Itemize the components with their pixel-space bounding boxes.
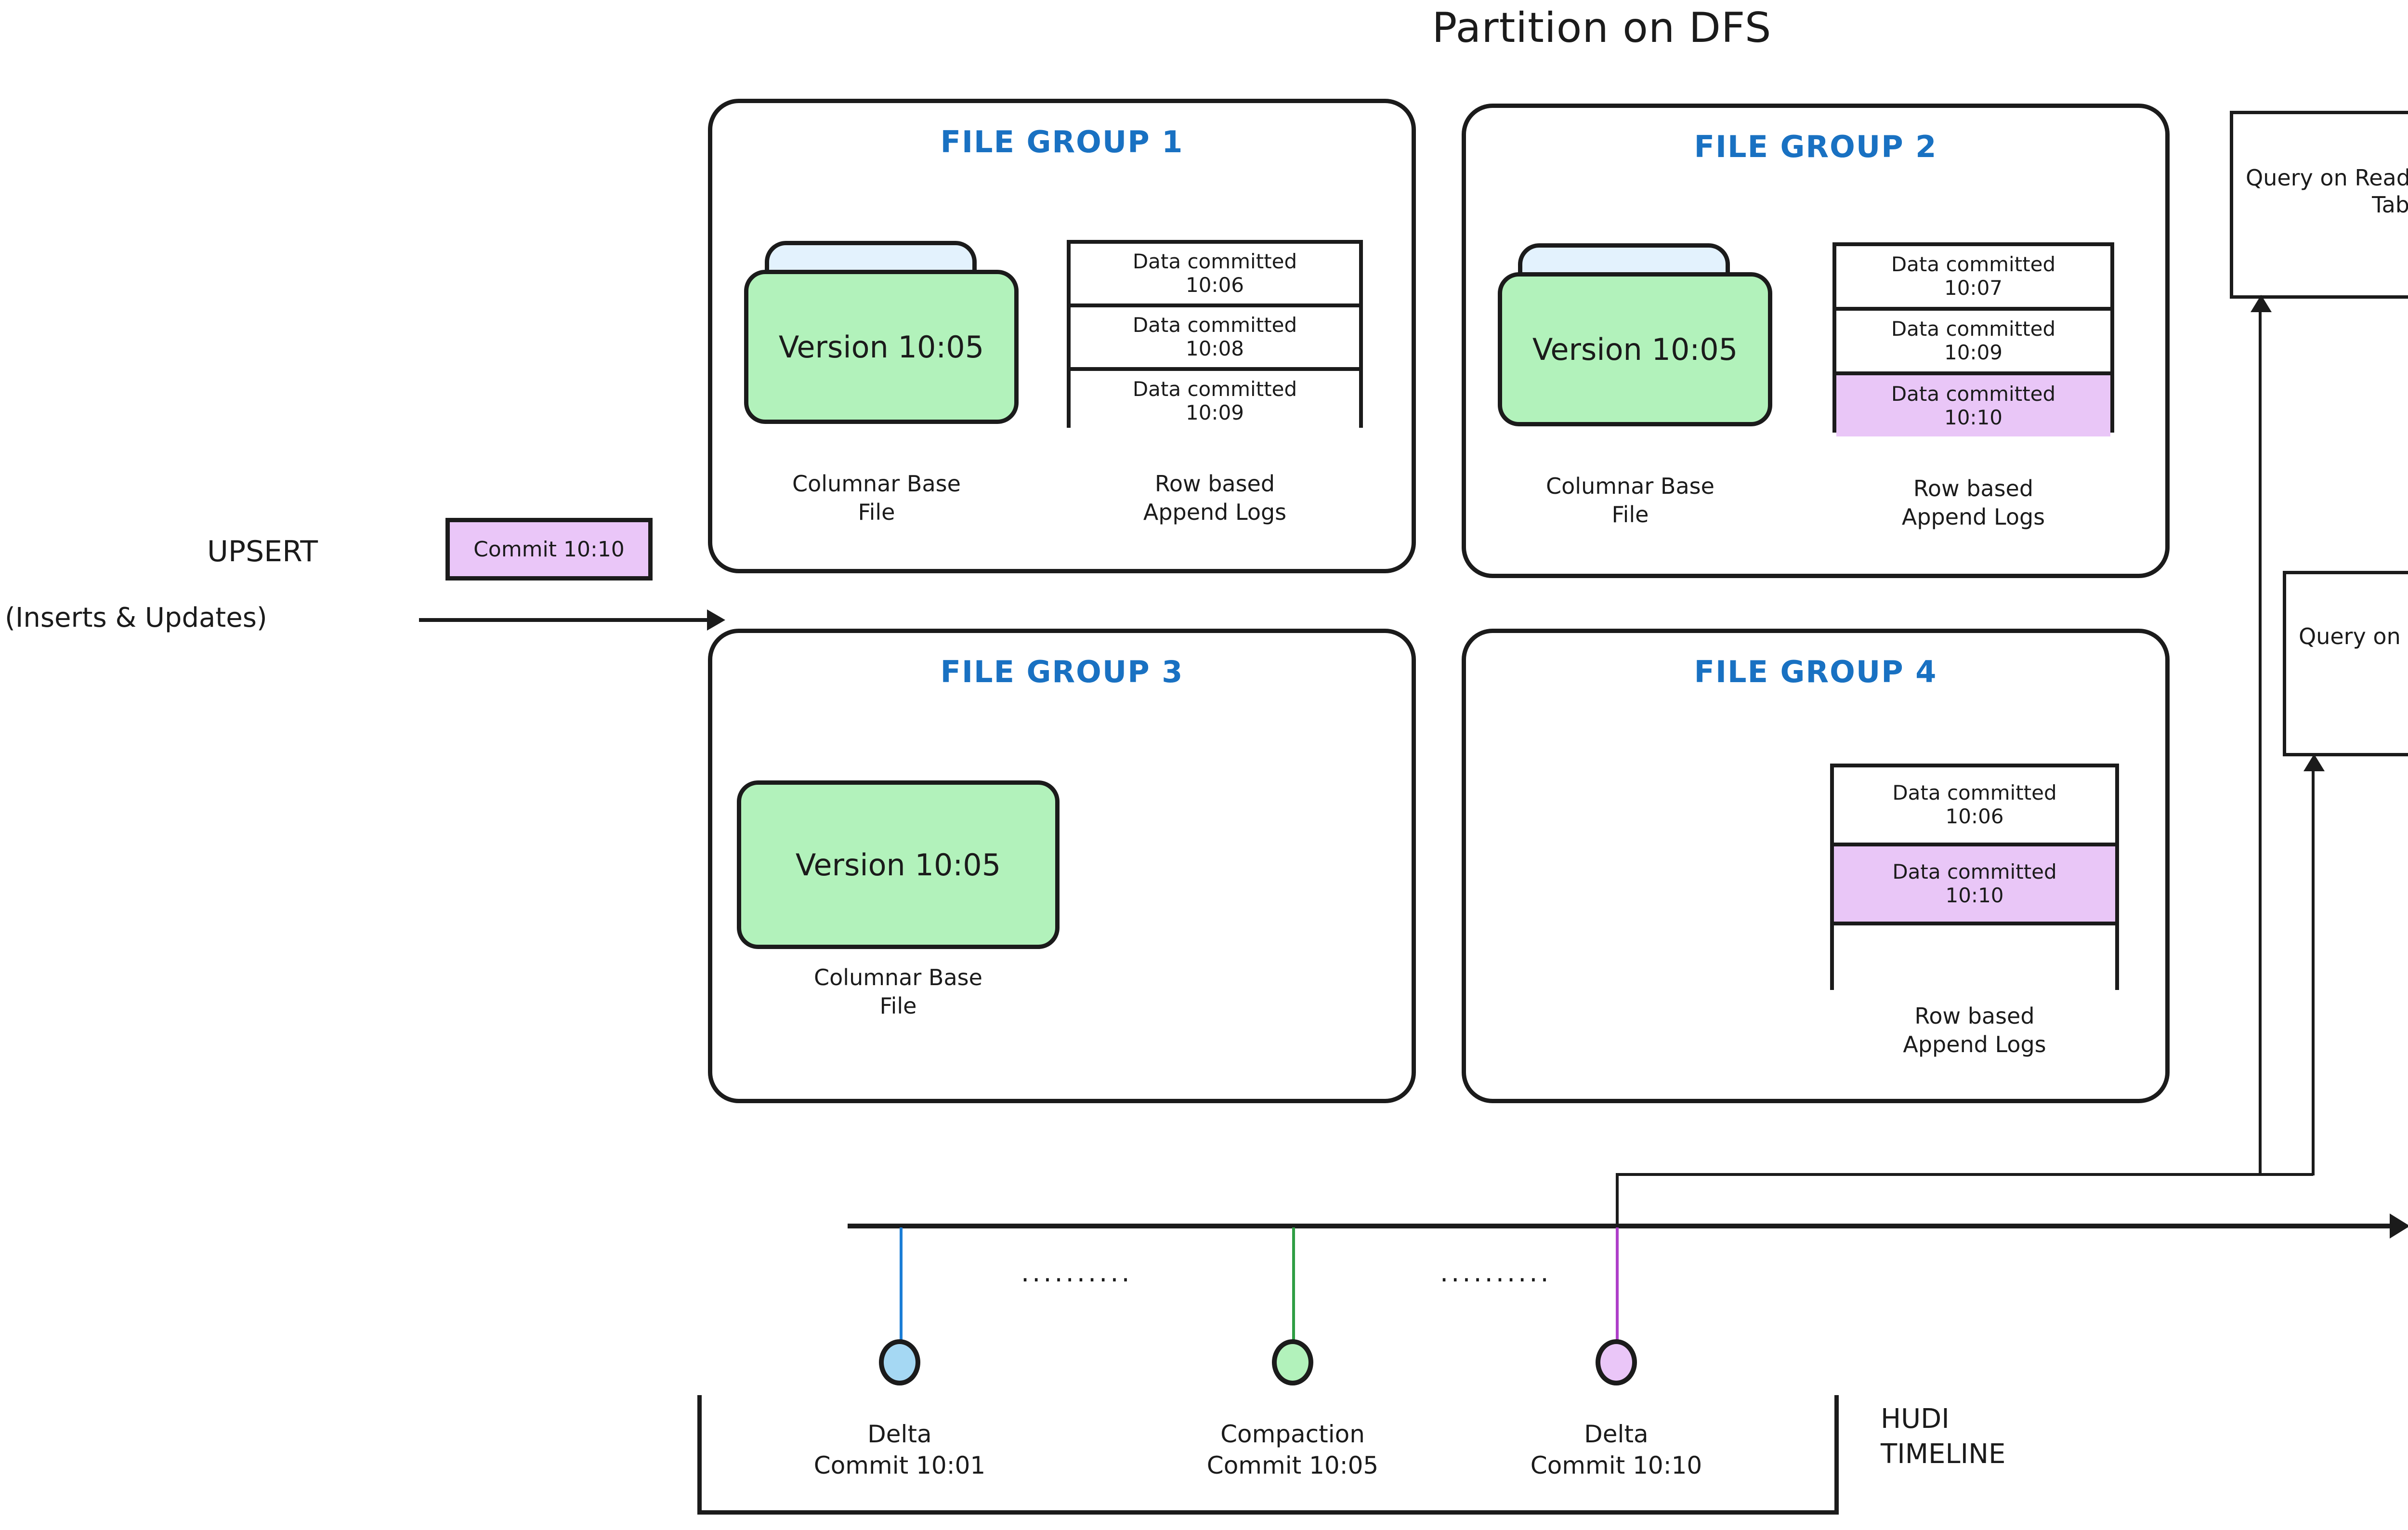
query-ro-line3: Commit 10:10 <box>2246 218 2408 245</box>
fg3-base-file-caption: Columnar Base File <box>814 964 982 1019</box>
page-title: Partition on DFS <box>1432 4 1772 52</box>
timeline-dots-2: .......... <box>1440 1257 1552 1288</box>
query-nrt-line2: Table AFTER <box>2299 650 2408 677</box>
connector-to-near-real-time <box>2312 768 2315 1175</box>
fg1-log-entry-3: Data committed 10:09 <box>1071 371 1359 432</box>
timeline-axis <box>848 1224 2394 1228</box>
timeline-node-compaction-1005[interactable] <box>1272 1339 1313 1385</box>
timeline-axis-arrowhead <box>2390 1213 2408 1239</box>
timeline-dots-1: .......... <box>1021 1257 1133 1288</box>
connector-branch-horizontal <box>1616 1173 2313 1176</box>
fg2-log-entry-1: Data committed 10:07 <box>1836 246 2110 311</box>
fg1-base-file-card: Version 10:05 <box>744 270 1019 424</box>
fg2-log-entry-2: Data committed 10:09 <box>1836 311 2110 375</box>
fg3-version-label: Version 10:05 <box>795 847 1001 883</box>
fg1-base-file-caption: Columnar Base File <box>792 471 961 525</box>
timeline-node-delta-1010[interactable] <box>1596 1339 1637 1385</box>
timeline-stem-3 <box>1616 1227 1619 1347</box>
query-read-optimized-box: Query on Read Optimized Table AFTER Comm… <box>2230 111 2408 299</box>
hudi-timeline-bracket <box>697 1395 1839 1515</box>
file-group-3-title: FILE GROUP 3 <box>940 654 1184 689</box>
timeline-stem-2 <box>1292 1227 1295 1347</box>
upsert-arrow-head <box>707 609 725 631</box>
fg1-log-entry-1: Data committed 10:06 <box>1071 244 1359 307</box>
fg4-logs-caption: Row based Append Logs <box>1903 1003 2046 1057</box>
query-ro-line2: Table AFTER <box>2372 191 2408 218</box>
query-near-real-time-box: Query on Near Real-Time Table AFTER Comm… <box>2283 571 2408 756</box>
fg2-append-log-stack: Data committed 10:07 Data committed 10:0… <box>1832 242 2114 436</box>
fg3-base-file-card: Version 10:05 <box>737 780 1060 949</box>
fg1-append-log-stack: Data committed 10:06 Data committed 10:0… <box>1067 240 1363 432</box>
upsert-sublabel: (Inserts & Updates) <box>5 602 267 633</box>
upsert-label: UPSERT <box>207 535 318 568</box>
fg1-log-entry-2: Data committed 10:08 <box>1071 307 1359 371</box>
fg2-base-file-card: Version 10:05 <box>1498 272 1772 426</box>
query-nrt-line3: Commit 10:10 <box>2299 677 2408 704</box>
file-group-4-title: FILE GROUP 4 <box>1694 654 1937 689</box>
timeline-stem-1 <box>900 1227 903 1347</box>
timeline-caption-1: Delta Commit 10:01 <box>813 1420 986 1479</box>
timeline-node-delta-1001[interactable] <box>879 1339 920 1385</box>
connector-to-read-optimized <box>2259 308 2262 1175</box>
hudi-timeline-label: HUDI TIMELINE <box>1881 1403 2006 1470</box>
fg4-log-entry-2: Data committed 10:10 <box>1834 846 2115 925</box>
fg2-base-file-caption: Columnar Base File <box>1546 473 1714 528</box>
query-nrt-line1: Query on Near Real-Time <box>2299 623 2408 650</box>
fg2-version-label: Version 10:05 <box>1532 331 1738 367</box>
fg4-log-entry-1: Data committed 10:06 <box>1834 767 2115 846</box>
fg2-logs-caption: Row based Append Logs <box>1901 475 2045 530</box>
upsert-arrow-line <box>419 618 708 622</box>
query-ro-line1: Query on Read Optimized <box>2246 164 2408 191</box>
file-group-1-title: FILE GROUP 1 <box>940 124 1184 159</box>
connector-branch-drop <box>1616 1173 1619 1231</box>
fg1-logs-caption: Row based Append Logs <box>1143 471 1287 525</box>
connector-to-read-optimized-arrowhead <box>2251 295 2272 312</box>
timeline-caption-2: Compaction Commit 10:05 <box>1206 1420 1379 1479</box>
connector-to-near-real-time-arrowhead <box>2303 754 2325 771</box>
fg1-version-label: Version 10:05 <box>778 329 984 365</box>
fg4-append-log-stack: Data committed 10:06 Data committed 10:1… <box>1830 764 2119 1002</box>
upsert-commit-chip: Commit 10:10 <box>445 518 653 580</box>
file-group-2-title: FILE GROUP 2 <box>1694 129 1937 164</box>
fg4-log-entry-3 <box>1834 925 2115 1002</box>
timeline-caption-3: Delta Commit 10:10 <box>1530 1420 1702 1479</box>
fg2-log-entry-3: Data committed 10:10 <box>1836 375 2110 436</box>
